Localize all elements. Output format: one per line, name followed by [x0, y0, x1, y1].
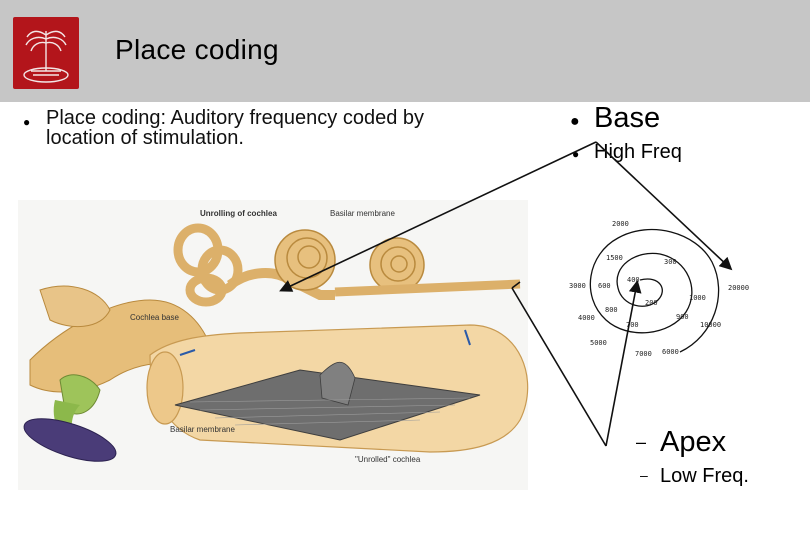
- basilar-membrane-bottom-label: Basilar membrane: [170, 425, 235, 434]
- inner-ear-structure: [23, 285, 211, 462]
- svg-text:6000: 6000: [662, 348, 679, 356]
- svg-text:3000: 3000: [569, 282, 586, 290]
- cochlea-spiral-rolled: [227, 229, 521, 300]
- svg-text:800: 800: [605, 306, 618, 314]
- svg-text:900: 900: [676, 313, 689, 321]
- svg-text:200: 200: [645, 299, 658, 307]
- apex-arrow-right: [605, 279, 642, 447]
- svg-text:700: 700: [626, 321, 639, 329]
- svg-text:400: 400: [627, 276, 640, 284]
- place-coding-definition: Place coding: Auditory frequency coded b…: [46, 107, 425, 149]
- university-logo: [13, 17, 79, 89]
- base-arrow-left: [279, 141, 597, 292]
- basilar-membrane-top-label: Basilar membrane: [330, 209, 395, 218]
- svg-text:5000: 5000: [590, 339, 607, 347]
- bullet-dot-icon: ●: [572, 147, 580, 161]
- slide-title: Place coding: [115, 34, 279, 65]
- svg-text:1000: 1000: [689, 294, 706, 302]
- spiral-frequency-labels: 2000 1500 300 3000 600 400 200 1000 2000…: [569, 220, 749, 358]
- frequency-spiral: [589, 229, 720, 353]
- base-label: Base: [594, 102, 661, 134]
- unrolled-cochlea: [146, 324, 529, 453]
- apex-label: Apex: [660, 426, 727, 458]
- unrolling-title: Unrolling of cochlea: [200, 209, 277, 218]
- bullet-dot-icon: ●: [23, 115, 31, 129]
- cochlea-base-label: Cochlea base: [130, 313, 179, 322]
- slide-header: [0, 0, 810, 102]
- svg-text:10000: 10000: [700, 321, 721, 329]
- apex-line-left: [511, 287, 607, 447]
- dash-marker: –: [640, 467, 648, 483]
- palmetto-emblem-icon: [23, 30, 69, 83]
- svg-text:1500: 1500: [606, 254, 623, 262]
- semicircular-canals: [173, 223, 243, 307]
- svg-text:7000: 7000: [635, 350, 652, 358]
- pointer-arrows: [279, 141, 733, 447]
- bullet-dot-icon: ●: [570, 113, 580, 130]
- svg-text:20000: 20000: [728, 284, 749, 292]
- high-freq-label: High Freq: [594, 141, 682, 163]
- base-arrow-right: [595, 141, 733, 271]
- svg-text:2000: 2000: [612, 220, 629, 228]
- svg-text:4000: 4000: [578, 314, 595, 322]
- svg-text:600: 600: [598, 282, 611, 290]
- low-freq-label: Low Freq.: [660, 465, 749, 487]
- unrolled-cochlea-label: "Unrolled" cochlea: [355, 455, 421, 464]
- svg-text:300: 300: [664, 258, 677, 266]
- apex-arrow-tip: [511, 281, 521, 289]
- dash-marker: –: [636, 432, 647, 452]
